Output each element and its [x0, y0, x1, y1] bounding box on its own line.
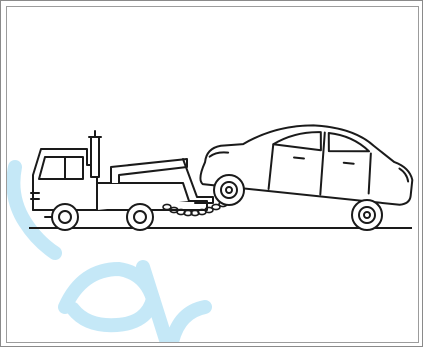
truck-wheel-rear	[127, 204, 153, 230]
tow-boom	[111, 159, 187, 183]
car-wheel-front	[214, 175, 244, 205]
tow-illustration	[7, 7, 419, 343]
truck-wheel-front	[52, 204, 78, 230]
figure-panel	[6, 6, 419, 343]
car-wheel-rear	[352, 200, 382, 230]
tow-truck	[31, 131, 213, 217]
exhaust-stack	[91, 137, 99, 177]
